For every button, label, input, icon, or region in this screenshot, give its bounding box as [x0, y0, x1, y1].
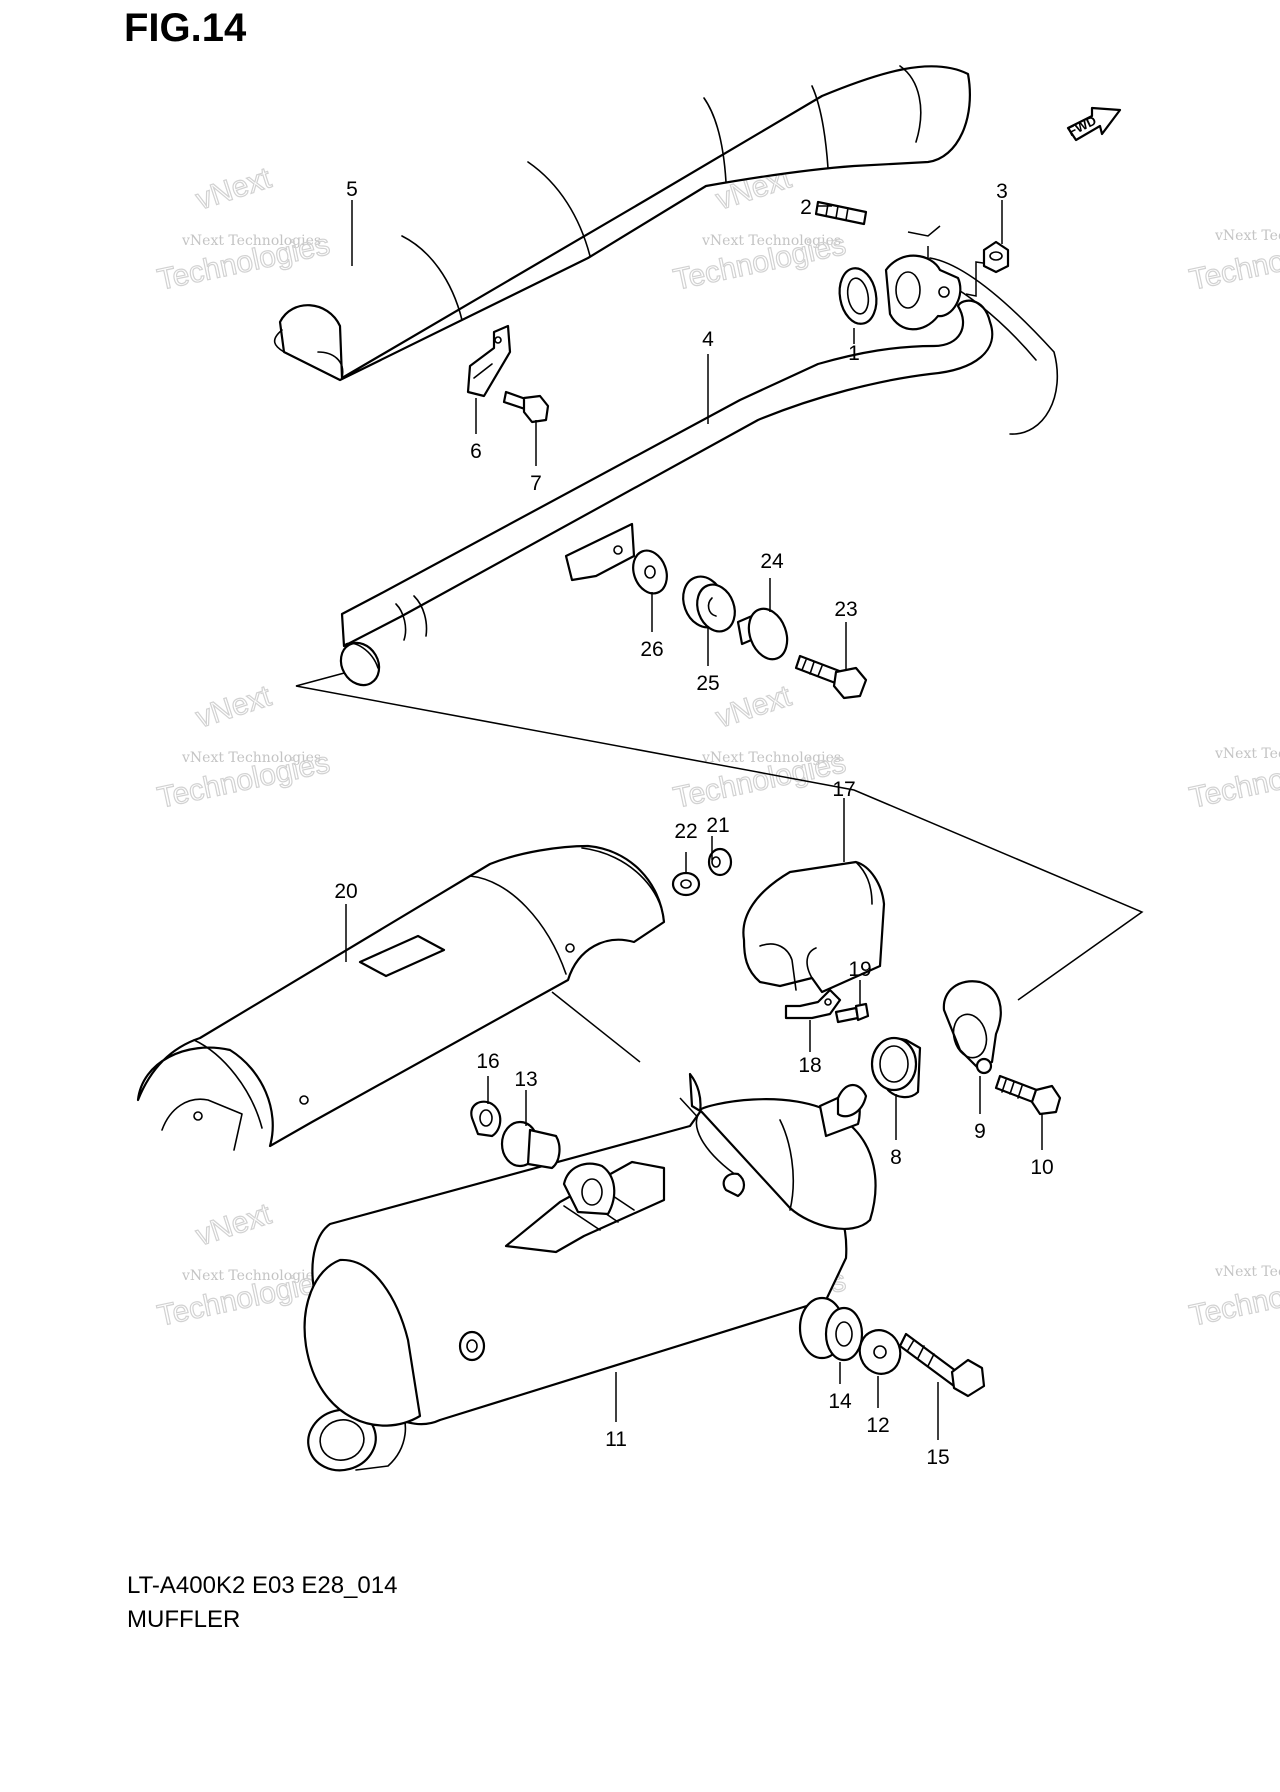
model-code: LT-A400K2 E03 E28_014: [127, 1572, 398, 1599]
callout-5: 5: [346, 178, 358, 201]
callout-15: 15: [926, 1446, 949, 1469]
muffler-clamp-part: [942, 980, 1002, 1075]
exhaust-stud-part: [814, 200, 868, 226]
callout-6: 6: [470, 440, 482, 463]
pipe-cushion-part: [682, 575, 736, 633]
watermark: vNext vNext Technologies Technologies: [670, 679, 849, 816]
watermark-vnext: vNext: [712, 679, 796, 734]
callout-3: 3: [996, 180, 1008, 203]
callout-8: 8: [890, 1146, 902, 1169]
callout-23: 23: [834, 598, 857, 621]
callout-14: 14: [828, 1390, 852, 1413]
exhaust-pipe-part: [339, 257, 1059, 687]
exhaust-nut-part: [982, 240, 1010, 274]
callout-7: 7: [530, 472, 542, 495]
cover-spacer-part: [500, 1120, 561, 1170]
watermark-vnext: vNext: [192, 679, 276, 734]
connector-gasket-part: [870, 1036, 922, 1099]
callout-16: 16: [476, 1050, 499, 1073]
muffler-cushion-part: [798, 1296, 864, 1362]
muffler-front-cover-part: [742, 860, 886, 994]
pipe-mounting-bolt-part: [794, 654, 868, 700]
exhaust-pipe-cover-part: [273, 65, 971, 382]
watermark-caption: vNext Technologies: [701, 750, 841, 766]
callout-22: 22: [674, 820, 697, 843]
watermark: vNext Technologies Technologies: [1186, 746, 1280, 816]
watermark: vNext vNext Technologies Technologies: [154, 679, 333, 816]
bracket-screw-part: [834, 1002, 870, 1024]
callout-17: 17: [832, 778, 855, 801]
muffler-cover-part: [136, 844, 666, 1151]
muffler-mounting-bolt-part: [898, 1332, 986, 1398]
callout-2: 2: [800, 196, 812, 219]
callout-21: 21: [706, 814, 729, 837]
watermark-caption: vNext Technologies: [1214, 228, 1280, 244]
figure-title: FIG.14: [124, 6, 247, 50]
cover-washer-part: [671, 871, 701, 897]
exhaust-gasket-part: [838, 267, 878, 325]
callout-20: 20: [334, 880, 357, 903]
section-name: MUFFLER: [127, 1606, 241, 1633]
callout-24: 24: [760, 550, 784, 573]
watermark-caption: vNext Technologies: [181, 1268, 321, 1284]
watermark-caption: vNext Technologies: [1214, 746, 1280, 762]
clamp-bolt-part: [994, 1074, 1062, 1116]
callout-10: 10: [1030, 1156, 1053, 1179]
callout-26: 26: [640, 638, 663, 661]
callout-4: 4: [702, 328, 714, 351]
exhaust-flange-part: [884, 254, 962, 331]
callout-25: 25: [696, 672, 719, 695]
cover-grommet-part: [470, 1100, 502, 1138]
cover-cushion-part: [707, 847, 733, 877]
watermark-caption: vNext Technologies: [1214, 1264, 1280, 1280]
watermark: vNext Technologies Technologies: [1186, 1264, 1280, 1334]
watermark-caption: vNext Technologies: [181, 750, 321, 766]
watermark: vNext Technologies Technologies: [1186, 228, 1280, 298]
cover-bolt-part: [502, 390, 550, 424]
watermark-caption: vNext Technologies: [181, 233, 321, 249]
leader-lines: [345, 200, 1043, 1440]
muffler-washer-part: [858, 1329, 902, 1375]
watermark-vnext: vNext: [192, 1197, 276, 1252]
fwd-arrow-icon: FWD: [1065, 106, 1122, 142]
callout-labels: 1 2 3 4 5 6 7 8 9 10 11 12 13 14 15 16 1…: [334, 178, 1053, 1469]
watermark-vnext: vNext: [192, 161, 276, 216]
front-cover-bracket-part: [784, 988, 842, 1020]
callout-13: 13: [514, 1068, 537, 1091]
pipe-collar-part: [736, 607, 789, 661]
watermark: vNext vNext Technologies Technologies: [154, 161, 333, 298]
callout-19: 19: [848, 958, 871, 981]
callout-9: 9: [974, 1120, 986, 1143]
callout-1: 1: [848, 342, 860, 365]
watermark-caption: vNext Technologies: [701, 233, 841, 249]
callout-11: 11: [605, 1428, 627, 1451]
pipe-washer-part: [632, 549, 668, 595]
muffler-part: [303, 1072, 877, 1472]
cover-bracket-part: [466, 324, 512, 398]
callout-12: 12: [866, 1414, 889, 1437]
callout-18: 18: [798, 1054, 821, 1077]
